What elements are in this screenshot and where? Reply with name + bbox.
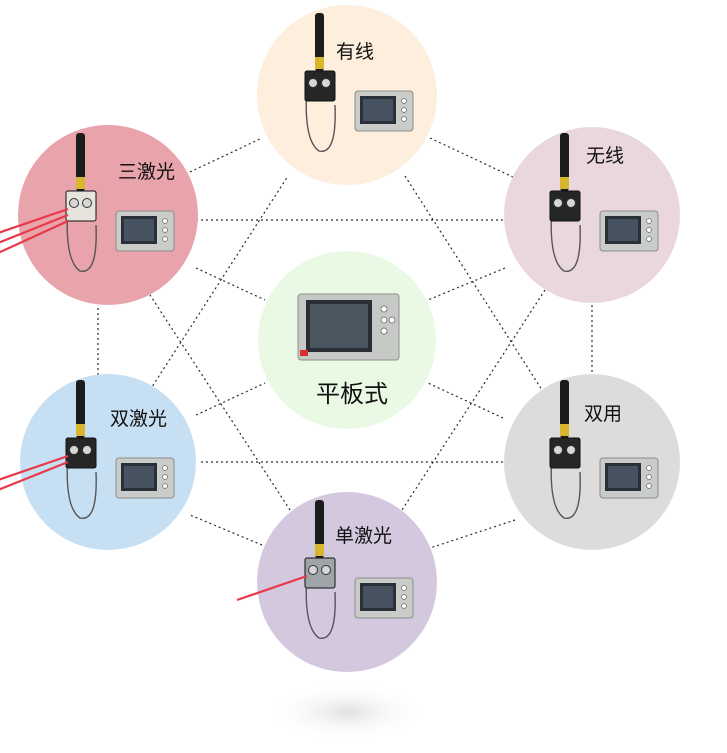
camera-crawler-icon [0, 133, 97, 272]
laser-beam [236, 574, 308, 602]
monitor-icon [354, 577, 414, 619]
edge-singlelaser-doublelaser [189, 514, 263, 546]
node-wireless: 无线 [504, 127, 680, 303]
monitor-icon [354, 90, 414, 132]
monitor-icon [599, 210, 659, 252]
camera-crawler-icon [0, 380, 97, 519]
connector-lines [97, 137, 593, 549]
reflection-shadow [267, 682, 427, 742]
node-label-double-laser: 双激光 [110, 408, 167, 430]
node-circle [504, 127, 680, 303]
node-circle [504, 374, 680, 550]
node-label-triple-laser: 三激光 [118, 161, 175, 183]
node-circle [20, 374, 196, 550]
laser-beam [0, 219, 69, 254]
node-wired: 有线 [257, 5, 437, 185]
node-single-laser: 单激光 [236, 492, 437, 672]
camera-crawler-icon [549, 133, 581, 272]
center-node: 平板式 [258, 251, 436, 429]
edge-center-doublelaser [195, 382, 266, 416]
camera-crawler-icon [236, 500, 336, 639]
node-triple-laser: 三激光 [0, 125, 198, 305]
node-circle [18, 125, 198, 305]
node-label-wired: 有线 [336, 41, 374, 63]
laser-beam [0, 207, 69, 234]
edge-wired-dualuse [404, 175, 543, 391]
edge-wireless-singlelaser [401, 289, 546, 511]
center-label: 平板式 [316, 380, 388, 408]
node-circle [257, 5, 437, 185]
node-circle [257, 492, 437, 672]
monitor-icon [115, 210, 175, 252]
node-label-wireless: 无线 [586, 145, 624, 167]
monitor-icon [115, 457, 175, 499]
node-dual-use: 双用 [504, 374, 680, 550]
node-label-single-laser: 单激光 [335, 525, 392, 547]
camera-crawler-icon [549, 380, 581, 519]
edge-dualuse-singlelaser [429, 519, 516, 549]
camera-crawler-icon [304, 13, 336, 152]
laser-beam [0, 460, 69, 491]
laser-beam [0, 454, 69, 481]
node-label-dual-use: 双用 [584, 403, 622, 425]
edge-center-dualuse [427, 382, 504, 419]
edge-center-triplelaser [195, 267, 266, 301]
monitor-icon [599, 457, 659, 499]
edge-wired-wireless [429, 137, 516, 179]
edge-triplelaser-wired [189, 137, 263, 173]
tablet-monitor-icon [297, 293, 400, 361]
laser-beam [0, 213, 69, 244]
node-double-laser: 双激光 [0, 374, 196, 550]
edge-center-wireless [427, 267, 506, 301]
